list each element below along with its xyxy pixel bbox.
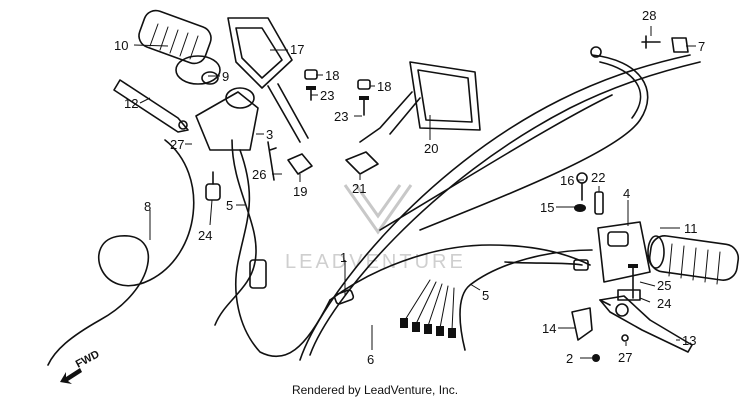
callout-17: 17 [290, 42, 304, 57]
callout-26: 26 [252, 167, 266, 182]
callout-12: 12 [124, 96, 138, 111]
callout-7: 7 [698, 39, 705, 54]
leader-lines [133, 26, 696, 359]
credit-text: Rendered by LeadVenture, Inc. [292, 383, 458, 397]
callout-2: 2 [566, 351, 573, 366]
callout-27-right: 27 [618, 350, 632, 365]
callout-23-right: 23 [334, 109, 348, 124]
callout-3: 3 [266, 127, 273, 142]
callout-8: 8 [144, 199, 151, 214]
bolts-16-22-15 [574, 172, 604, 215]
bolts-25-24 [617, 264, 641, 301]
upper-cable [419, 54, 649, 231]
lever-perch [195, 87, 259, 151]
callout-9: 9 [222, 69, 229, 84]
bolts-right [357, 79, 371, 116]
callout-23-left: 23 [320, 88, 334, 103]
mirror-pads [267, 141, 379, 181]
left-mirror [227, 17, 309, 143]
throttle-cable-2 [299, 54, 691, 361]
lever-bracket [571, 307, 593, 341]
callout-5-right: 5 [482, 288, 489, 303]
brake-lever [599, 295, 693, 353]
switch-harness-right [459, 249, 593, 351]
callout-28: 28 [642, 8, 656, 23]
callout-4: 4 [623, 186, 630, 201]
watermark-text: LEADVENTURE [285, 251, 466, 273]
callout-5-left: 5 [226, 198, 233, 213]
callout-25: 25 [657, 278, 671, 293]
left-switch-housing [175, 55, 221, 85]
switch-harness-left-2 [235, 149, 331, 358]
callout-19: 19 [293, 184, 307, 199]
callout-15: 15 [540, 200, 554, 215]
harness-connector [249, 259, 267, 289]
callout-1: 1 [340, 250, 347, 265]
switch-harness-left [214, 139, 257, 326]
throttle-cable [329, 244, 591, 301]
callout-18-right: 18 [377, 79, 391, 94]
callout-10: 10 [114, 38, 128, 53]
right-mirror [359, 61, 481, 143]
callout-13: 13 [682, 333, 696, 348]
callout-16: 16 [560, 173, 574, 188]
callout-14: 14 [542, 321, 556, 336]
callout-24-left: 24 [198, 228, 212, 243]
callout-6: 6 [367, 352, 374, 367]
nut-2 [592, 354, 600, 362]
callout-11: 11 [684, 221, 698, 236]
callout-22: 22 [591, 170, 605, 185]
fitting-24-left [205, 171, 221, 201]
callout-27-left: 27 [170, 137, 184, 152]
right-switch-housing [597, 221, 651, 283]
callout-20: 20 [424, 141, 438, 156]
clutch-cable [47, 139, 195, 366]
callout-18-left: 18 [325, 68, 339, 83]
cable-end-fitting [590, 35, 689, 58]
forward-arrow: FWD [60, 348, 102, 384]
callout-labels: 10 9 17 18 23 18 23 12 3 27 26 19 21 20 … [114, 8, 705, 367]
screw-27 [621, 334, 629, 342]
callout-21: 21 [352, 181, 366, 196]
callout-24-right: 24 [657, 296, 671, 311]
fwd-label: FWD [74, 348, 102, 370]
connector-bundle [404, 279, 455, 331]
clutch-lever [113, 79, 189, 133]
right-grip [647, 235, 740, 285]
left-grip [138, 9, 212, 65]
